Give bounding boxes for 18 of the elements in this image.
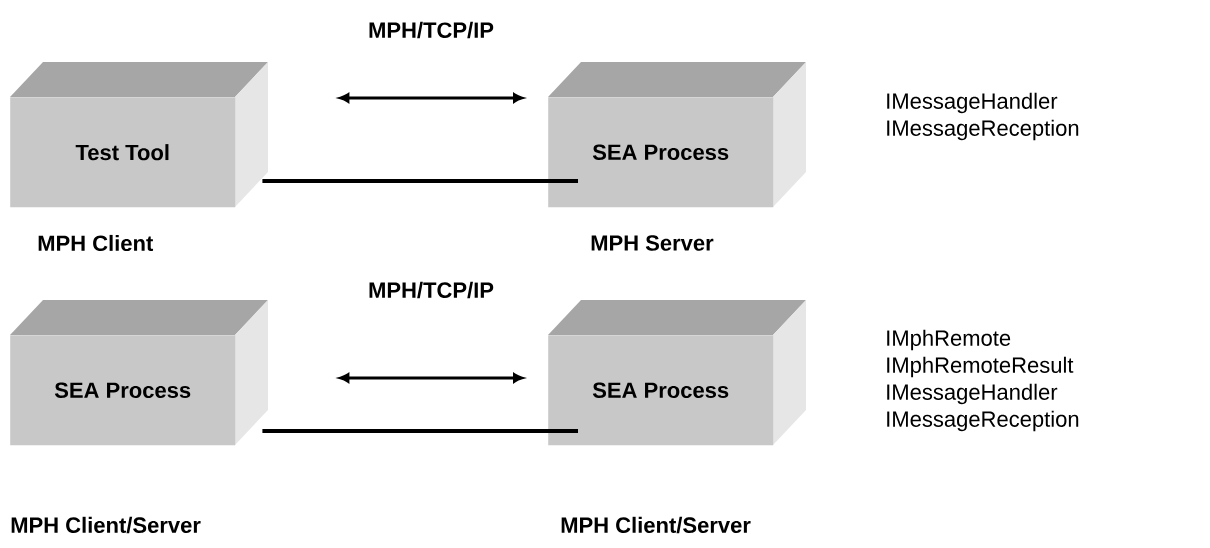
node-label: MPH Client [38, 234, 154, 252]
box-drawing: SEA Process [10, 300, 268, 446]
interface-name: IMphRemote [887, 329, 1011, 351]
node-label: MPH Client/Server [11, 516, 201, 534]
box-drawing: SEA Process [548, 300, 806, 446]
interface-name: IMessageReception [887, 119, 1079, 141]
node-label: MPH Client/Server [561, 516, 751, 534]
connector-line [262, 179, 578, 183]
connector-line [262, 429, 578, 433]
interface-name: IMessageReception [887, 410, 1079, 432]
node-label: MPH Server [591, 235, 714, 251]
box-drawing: SEA Process [548, 62, 806, 208]
edge-label: MPH/TCP/IP [367, 20, 495, 40]
edge-label: MPH/TCP/IP [367, 280, 495, 300]
interface-name: IMphRemoteResult [887, 356, 1074, 378]
interface-name: IMessageHandler [887, 383, 1058, 405]
box-drawing: Test Tool [10, 62, 268, 208]
interface-name: IMessageHandler [887, 92, 1058, 114]
